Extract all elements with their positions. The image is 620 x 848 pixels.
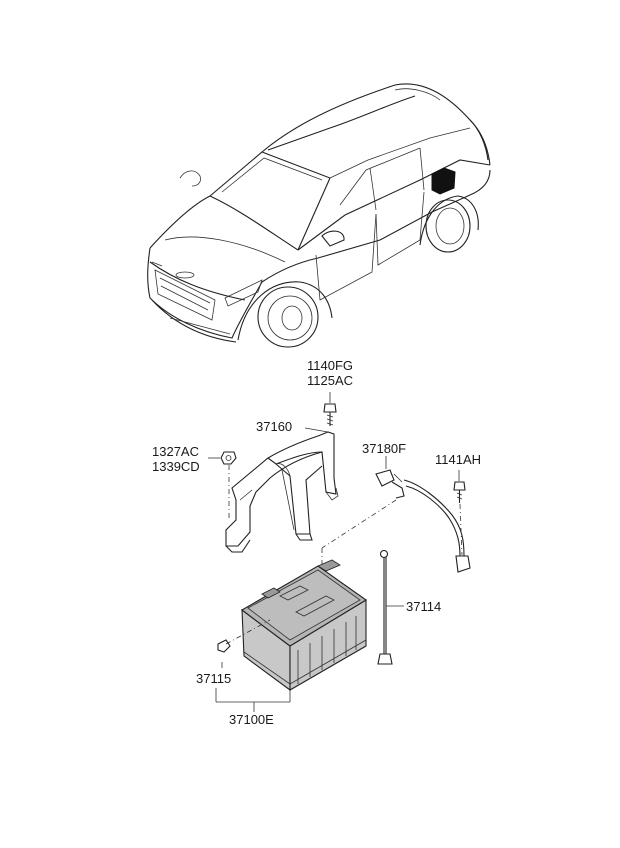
battery-holder-bracket [225,431,339,553]
label-37115: 37115 [196,671,232,686]
label-37180f: 37180F [362,441,407,456]
bolt-1141ah [453,481,466,503]
battery-37100e [241,559,368,692]
label-1125ac: 1125AC [307,373,354,388]
vent-plug-37115 [217,639,231,653]
label-1339cd: 1339CD [152,459,200,474]
label-1141ah: 1141AH [435,452,482,467]
vehicle-illustration [147,83,491,348]
label-1327ac: 1327AC [152,444,199,459]
label-37100e: 37100E [229,712,274,727]
label-37160: 37160 [256,419,293,434]
battery-location-marker [431,167,456,195]
battery-cable-37180f [375,469,471,573]
hold-down-rod-37114 [377,549,393,665]
label-37114: 37114 [406,599,442,614]
bolt-1140fg [323,403,337,426]
nut-1327ac [220,451,237,465]
label-1140fg: 1140FG [307,358,354,373]
